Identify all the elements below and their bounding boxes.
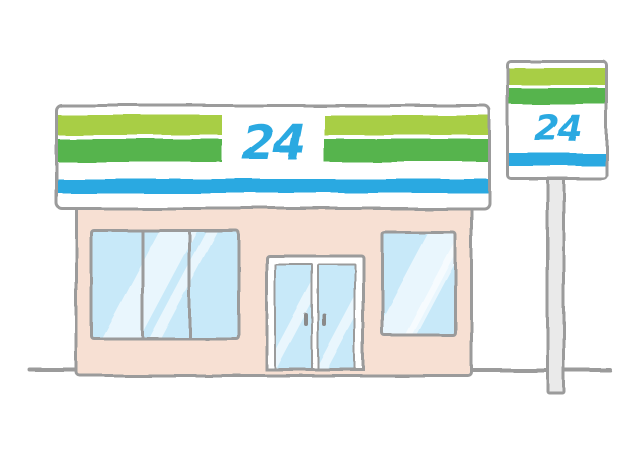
sign-pole: [546, 172, 565, 394]
pole-sign-24-area: 24: [509, 104, 605, 153]
left-window: [90, 229, 240, 340]
pole-stripe-blue: [509, 153, 605, 166]
fascia-sign-24-patch: 24: [222, 109, 324, 177]
pole-sign: 24: [506, 60, 608, 180]
door-handle-right: [322, 313, 326, 326]
door-handle-left: [304, 313, 308, 326]
pole-sign-24-label: 24: [533, 107, 582, 149]
window-pane-divider: [140, 232, 144, 337]
window-pane-divider: [188, 232, 192, 337]
entrance-door: [265, 254, 365, 371]
storefront-sign-24-label: 24: [241, 115, 307, 171]
pole-stripe-green: [509, 88, 605, 104]
door-panel-right: [317, 263, 356, 368]
storefront-sign: 24: [55, 104, 491, 210]
right-window: [381, 231, 457, 337]
door-panel-left: [274, 263, 313, 368]
pole-stripe-light-green: [509, 68, 605, 85]
fascia-stripe-blue: [58, 179, 488, 193]
